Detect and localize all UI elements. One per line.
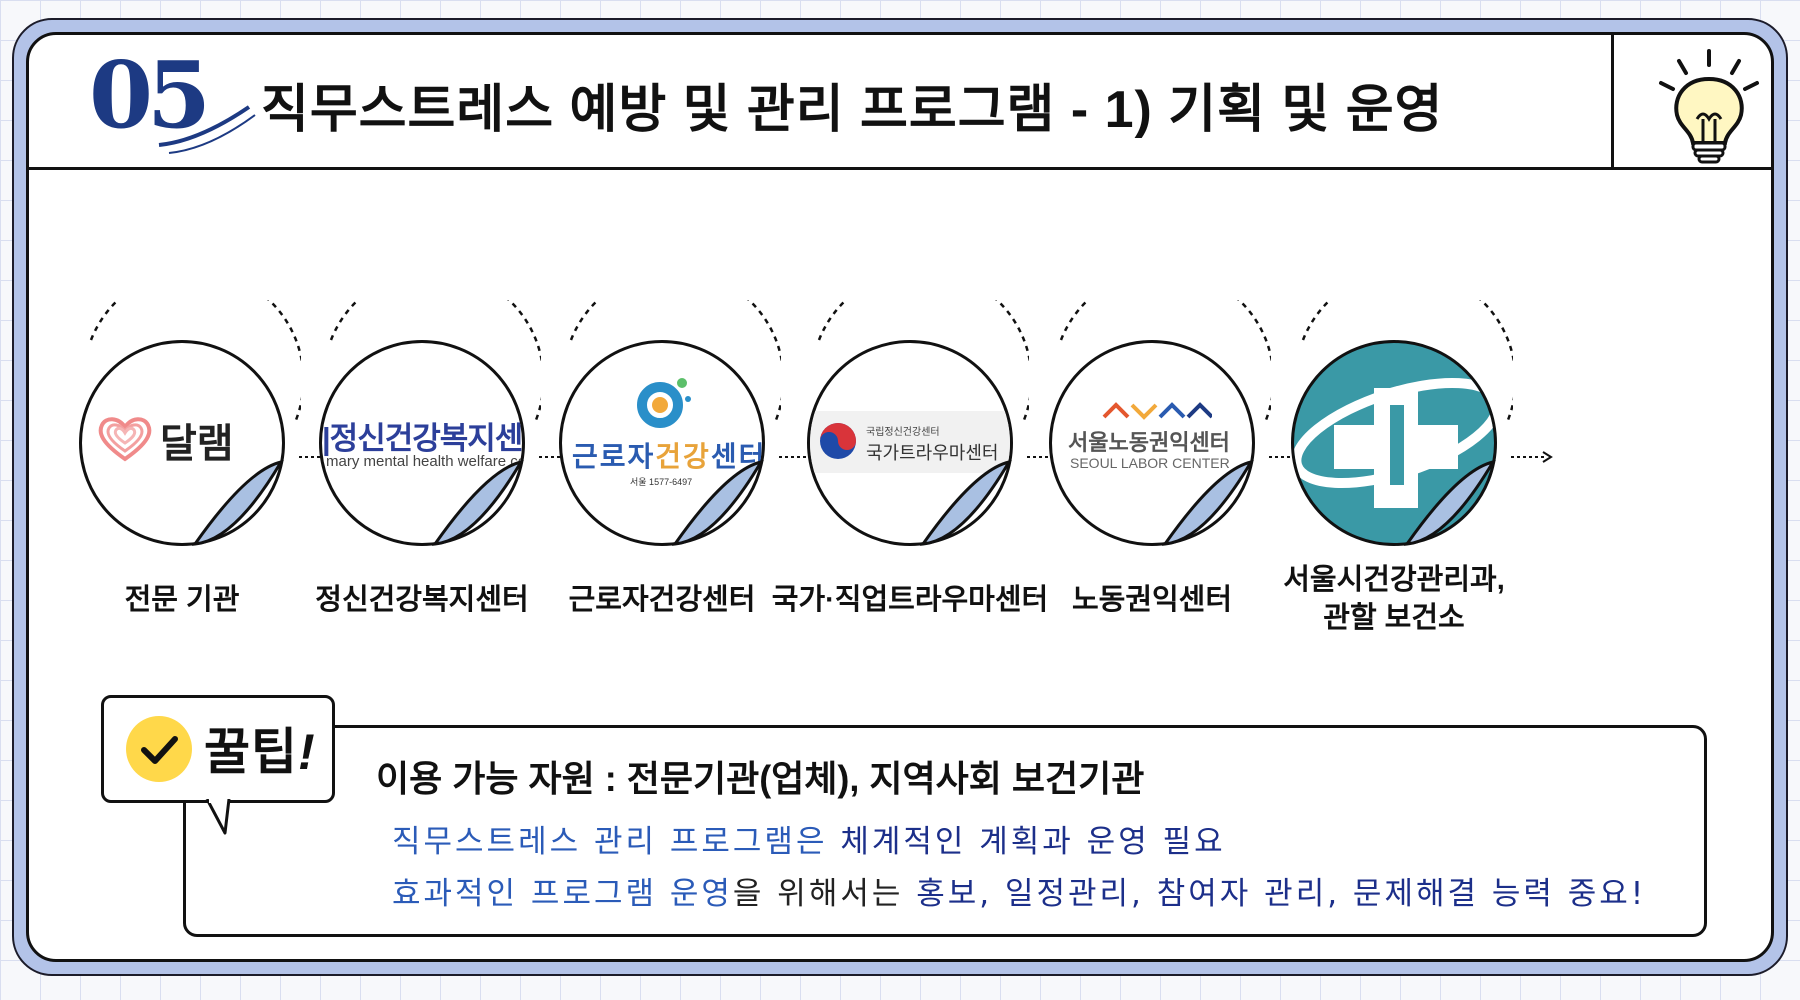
logo-subtext: 서울 1577-6497 (630, 477, 693, 487)
page-title: 직무스트레스 예방 및 관리 프로그램 - 1) 기획 및 운영 (261, 81, 1444, 139)
logo-text-part: 건강 (655, 441, 711, 472)
header-divider (1611, 35, 1614, 170)
org-label-line: 관할 보건소 (1323, 601, 1465, 634)
page-curl (671, 460, 764, 546)
taegeuk-icon (820, 423, 856, 459)
tip-badge-label: 꿀팁! (204, 712, 316, 784)
logo-text: 서울노동권익센터 (1068, 430, 1230, 455)
org-label: 전문 기관 (124, 584, 240, 616)
org-label: 정신건강복지센터 (315, 584, 529, 616)
tip-text: 효과적인 프로그램 운영 (392, 876, 733, 912)
org-item-public-health: 서울시건강관리과, 관할 보건소 (1249, 300, 1553, 670)
logo-text: |정신건강복지센터 (322, 421, 523, 456)
slide-card: 05 직무스트레스 예방 및 관리 프로그램 - 1) 기획 및 운영 (26, 32, 1774, 962)
page-curl (1403, 460, 1496, 546)
tip-line-2: 효과적인 프로그램 운영을 위해서는 홍보, 일정관리, 참여자 관리, 문제해… (392, 868, 1646, 913)
org-label-line: 서울시건강관리과, (1283, 564, 1505, 596)
tip-box: 이용 가능 자원 : 전문기관(업체), 지역사회 보건기관 직무스트레스 관리… (183, 725, 1707, 937)
health-cross-icon (1294, 377, 1494, 508)
tip-badge-exclaim: ! (298, 724, 316, 780)
org-item-labor-rights: 서울노동권익센터 SEOUL LABOR CENTER 노동권익센터 (1007, 300, 1311, 670)
org-logo-circle: 국립정신건강센터 국가트라우마센터 (807, 340, 1013, 546)
org-label: 근로자건강센터 (568, 584, 756, 616)
tip-badge: 꿀팁! (101, 695, 335, 803)
speech-tail (205, 799, 231, 835)
org-label: 노동권익센터 (1071, 584, 1233, 616)
chevrons-icon (1102, 402, 1212, 420)
logo-text: 국가트라우마센터 (866, 443, 999, 463)
tip-text: 을 위해서는 (732, 876, 917, 912)
lightbulb-icon (1659, 49, 1759, 164)
org-logo-circle (1291, 340, 1497, 546)
dotted-connector (1511, 451, 1553, 463)
section-number: 05 (89, 41, 211, 149)
tip-text: 직무스트레스 관리 프로그램은 (392, 824, 841, 860)
org-logo-circle: |정신건강복지센터 mary mental health welfare cen… (319, 340, 525, 546)
logo-subtext: SEOUL LABOR CENTER (1070, 455, 1230, 471)
logo-subtext: mary mental health welfare cente (326, 453, 525, 470)
org-logo-circle: 달램 (79, 340, 285, 546)
section-number-swoosh (158, 105, 256, 154)
logo-text-part: 근로자 (572, 441, 656, 472)
org-logo-circle: 서울노동권익센터 SEOUL LABOR CENTER (1049, 340, 1255, 546)
org-logo-circle: 근로자건강센터 서울 1577-6497 (559, 340, 765, 546)
org-item-mental-health: |정신건강복지센터 mary mental health welfare cen… (277, 300, 581, 670)
page-curl (431, 460, 524, 546)
org-item-specialist: 달램 전문 기관 (37, 300, 341, 670)
heart-lines-icon (98, 417, 152, 462)
tip-heading: 이용 가능 자원 : 전문기관(업체), 지역사회 보건기관 (376, 758, 1145, 799)
header-rule (29, 167, 1771, 170)
circle-logo-icon (637, 378, 691, 428)
org-label: 국가·직업트라우마센터 (771, 584, 1049, 616)
check-icon (126, 716, 192, 782)
page-curl (191, 460, 284, 546)
logo-subtext: 국립정신건강센터 (866, 427, 940, 438)
tip-badge-text: 꿀팁 (204, 724, 298, 780)
tip-text-emphasis: 체계적인 계획과 운영 필요 (840, 824, 1226, 860)
page-curl (919, 460, 1012, 546)
tip-line-1: 직무스트레스 관리 프로그램은 체계적인 계획과 운영 필요 (392, 816, 1226, 861)
org-item-trauma: 국립정신건강센터 국가트라우마센터 국가·직업트라우마센터 (765, 300, 1069, 670)
tip-text-emphasis: 홍보, 일정관리, 참여자 관리, 문제해결 능력 중요! (916, 876, 1647, 912)
org-item-worker-health: 근로자건강센터 서울 1577-6497 근로자건강센터 (517, 300, 821, 670)
org-label: 서울시건강관리과, 관할 보건소 (1249, 562, 1539, 637)
page-curl (1161, 460, 1254, 546)
logo-text: 달램 (160, 422, 234, 466)
